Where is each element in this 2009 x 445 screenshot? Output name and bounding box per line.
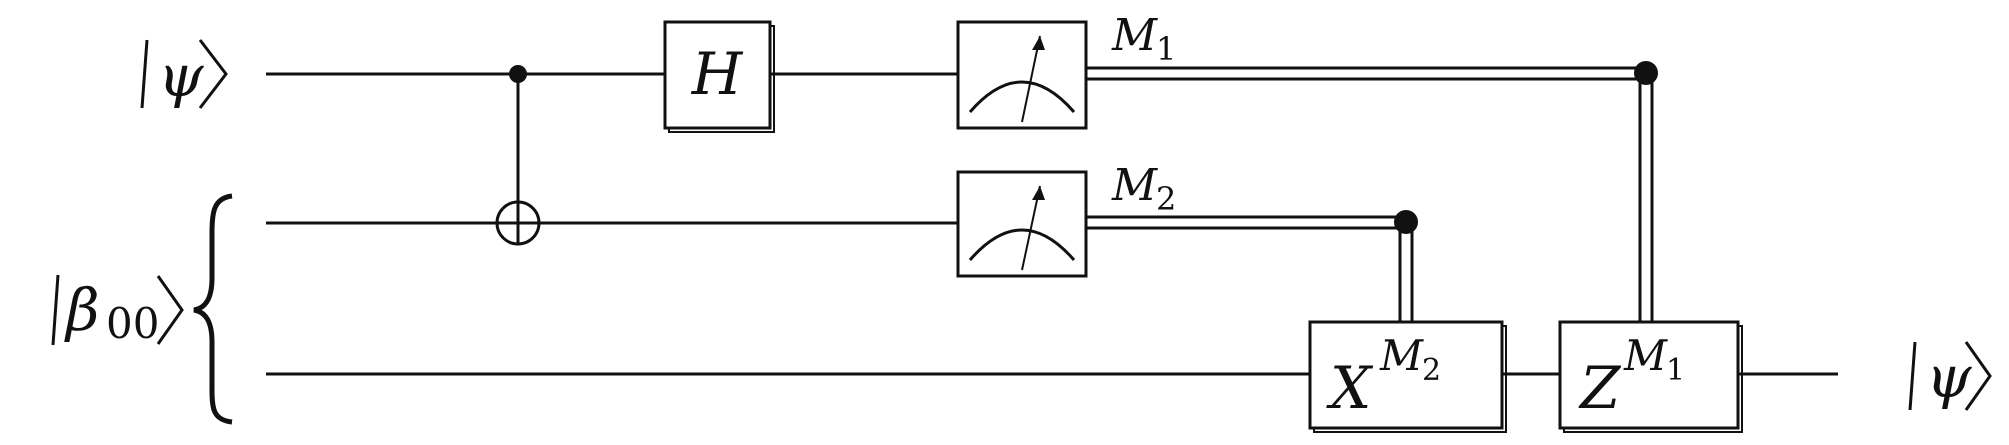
z-gate-exponent: M — [1623, 331, 1668, 380]
z-correction-gate: Z M 1 — [1558, 320, 1743, 433]
output-psi-ket: ψ — [1908, 341, 1992, 411]
hadamard-label: H — [691, 40, 744, 108]
hadamard-gate: H — [663, 20, 775, 133]
svg-text:2: 2 — [1156, 180, 1176, 218]
quantum-wires — [266, 72, 1838, 376]
z-gate-base: Z — [1578, 354, 1622, 422]
cnot-gate — [495, 65, 541, 246]
input-beta-subscript: 00 — [106, 299, 159, 348]
svg-text:M: M — [1111, 160, 1158, 211]
measurement-label-m2: M 2 — [1111, 160, 1176, 218]
classical-wire-m2 — [1086, 210, 1418, 322]
input-psi-symbol: ψ — [158, 42, 204, 110]
input-psi-ket: ψ — [140, 39, 228, 110]
classical-wire-m1 — [1086, 61, 1658, 322]
input-beta-ket: β 00 — [51, 274, 184, 348]
x-gate-exponent: M — [1379, 331, 1424, 380]
x-correction-gate: X M 2 — [1308, 320, 1507, 433]
x-gate-exponent-sub: 2 — [1422, 353, 1441, 388]
measurement-meter-2 — [956, 170, 1088, 278]
cnot-control-dot — [509, 65, 527, 83]
m2-control-dot — [1394, 210, 1418, 234]
measurement-label-m1: M 1 — [1111, 10, 1176, 68]
output-psi-symbol: ψ — [1926, 343, 1972, 411]
entangled-pair-brace — [193, 193, 233, 425]
m1-control-dot — [1634, 61, 1658, 85]
z-gate-exponent-sub: 1 — [1666, 353, 1685, 388]
x-gate-base: X — [1326, 354, 1374, 422]
svg-text:M: M — [1111, 10, 1158, 61]
measurement-meter-1 — [956, 20, 1088, 130]
input-beta-symbol: β — [64, 276, 100, 344]
svg-text:1: 1 — [1156, 30, 1176, 68]
